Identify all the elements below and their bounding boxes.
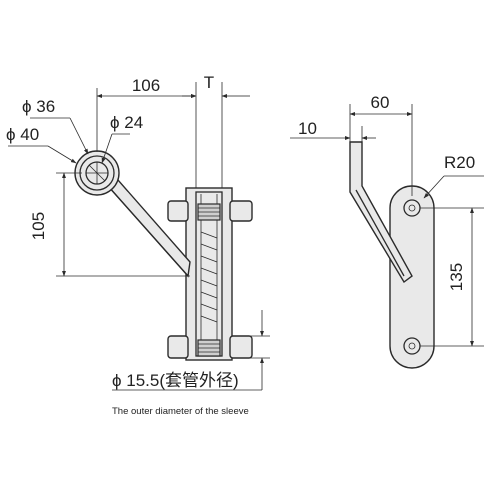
dimension-105: 105 (29, 172, 190, 277)
thread-hatch (200, 231, 218, 323)
link-plate-body (389, 185, 435, 369)
sleeve-caption: The outer diameter of the sleeve (112, 406, 249, 417)
dim-phi36-label: ϕ 36 (22, 97, 55, 116)
upper-pin (167, 200, 253, 222)
left-view: 106 T ϕ 36 ϕ 40 ϕ 24 105 (6, 73, 270, 417)
dimension-106: 106 (96, 76, 197, 188)
lower-pin (167, 335, 253, 359)
dim-phi40-label: ϕ 40 (6, 125, 39, 144)
dim-105-label: 105 (29, 212, 48, 240)
dimension-t: T (182, 73, 250, 188)
dimension-10: 10 (290, 119, 376, 142)
dim-r20-label: R20 (444, 153, 475, 172)
ring (74, 150, 120, 196)
dim-phi24-label: ϕ 24 (110, 113, 143, 132)
dimension-sleeve: ϕ 15.5(套管外径) The outer diameter of the s… (112, 310, 270, 417)
link-plate (389, 185, 435, 369)
dim-60-label: 60 (371, 93, 390, 112)
upper-pin-right-cap (229, 200, 253, 222)
lower-pin-right-cap (229, 335, 253, 359)
lower-pin-left-cap (167, 335, 189, 359)
arm (106, 179, 191, 278)
dim-106-label: 106 (132, 76, 160, 95)
dim-135-label: 135 (447, 263, 466, 291)
dimension-135: 135 (420, 207, 484, 347)
dim-sleeve-label: ϕ 15.5(套管外径) (112, 371, 239, 390)
dimension-phi24: ϕ 24 (101, 113, 143, 164)
dim-t-label: T (204, 73, 214, 92)
arm-body (106, 179, 191, 278)
dim-10-label: 10 (298, 119, 317, 138)
dimension-phi40: ϕ 40 (6, 125, 77, 164)
dimension-r20: R20 (423, 153, 484, 199)
dimension-phi36: ϕ 36 (22, 97, 89, 155)
right-view: 60 10 R20 135 (290, 93, 484, 369)
upper-pin-left-cap (167, 200, 189, 222)
dimension-60: 60 (349, 93, 413, 196)
